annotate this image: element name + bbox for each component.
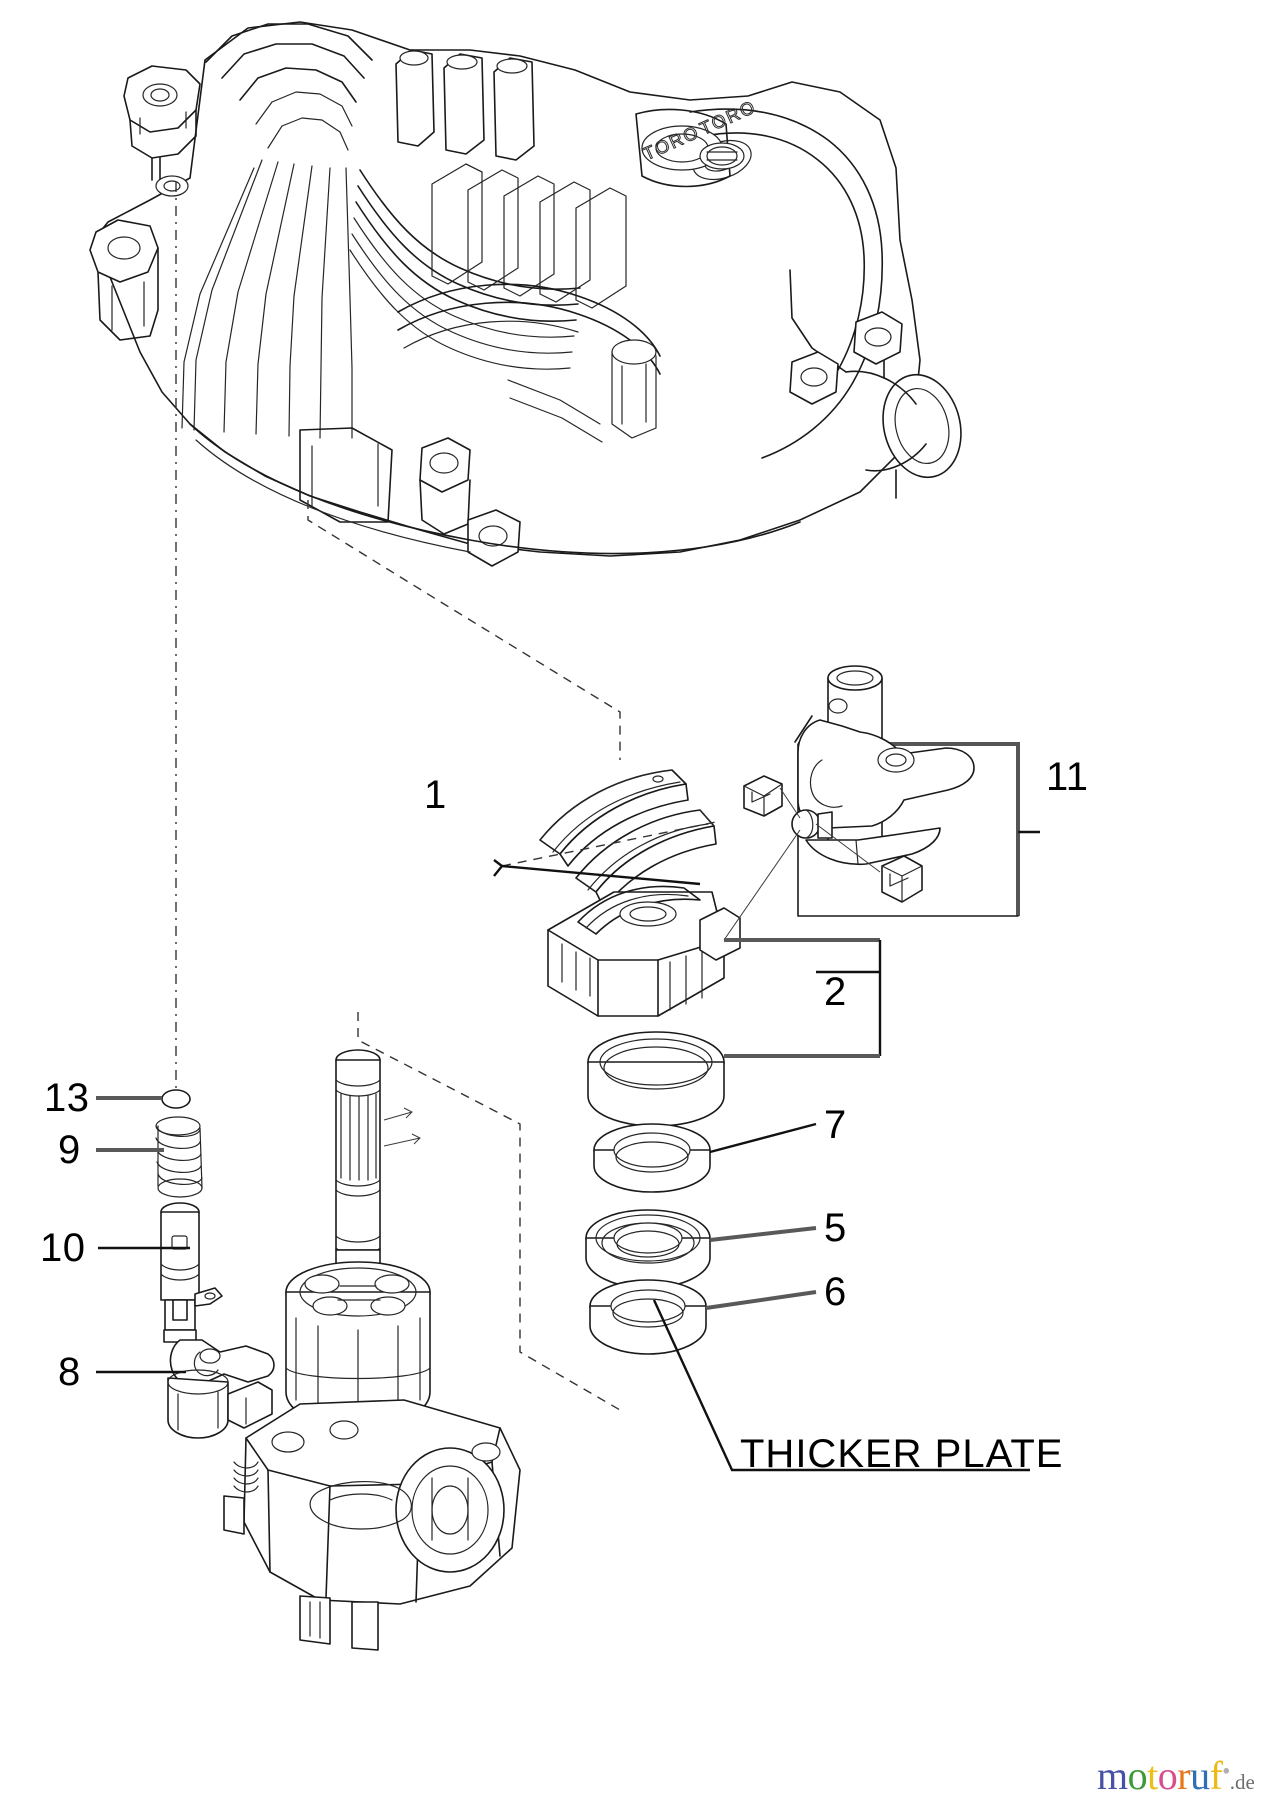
wm-dot-icon: ● [1222, 1762, 1230, 1778]
callout-13: 13 [44, 1076, 90, 1120]
part-2-swash-block [547, 885, 741, 1017]
part-11-control-arm-assembly [723, 665, 1020, 941]
part-5-thrust-bearing [585, 1209, 711, 1289]
wm-suffix: .de [1229, 1770, 1255, 1794]
pump-cylinder-block-and-shaft [223, 1049, 521, 1651]
wm-letter-r: r [1177, 1753, 1191, 1798]
callout-6: 6 [824, 1270, 847, 1314]
part-6-thrust-plate [589, 1279, 707, 1355]
wm-letter-f: f [1209, 1753, 1223, 1798]
callout-5: 5 [824, 1206, 847, 1250]
part-9-spring [155, 1116, 203, 1198]
wm-letter-t: t [1147, 1753, 1158, 1798]
callout-1: 1 [424, 773, 447, 817]
callout-11: 11 [1046, 755, 1089, 799]
part-7-thrust-washer [593, 1123, 711, 1193]
callout-2: 2 [824, 970, 847, 1014]
transaxle-housing-illustration: TORO TORO [89, 21, 962, 567]
wm-letter-m: m [1097, 1753, 1128, 1798]
part-10-bypass-plunger [160, 1202, 223, 1343]
leader-lines [96, 821, 1040, 1472]
wm-letter-u: u [1190, 1753, 1210, 1798]
centerlines [175, 182, 621, 1411]
part-2-bearing-cup [587, 1031, 725, 1127]
part-1-brake-shoes [539, 769, 717, 909]
callout-10: 10 [40, 1226, 86, 1270]
part-13-check-ball [161, 1089, 191, 1109]
callout-8: 8 [58, 1350, 81, 1394]
callout-7: 7 [824, 1103, 847, 1147]
thicker-plate-note: THICKER PLATE [740, 1432, 1064, 1476]
callout-9: 9 [58, 1128, 81, 1172]
wm-letter-o2: o [1157, 1753, 1178, 1798]
part-8-bypass-arm [167, 1339, 275, 1439]
wm-letter-o1: o [1127, 1753, 1148, 1798]
motoruf-watermark: motoruf●.de [1097, 1752, 1255, 1799]
